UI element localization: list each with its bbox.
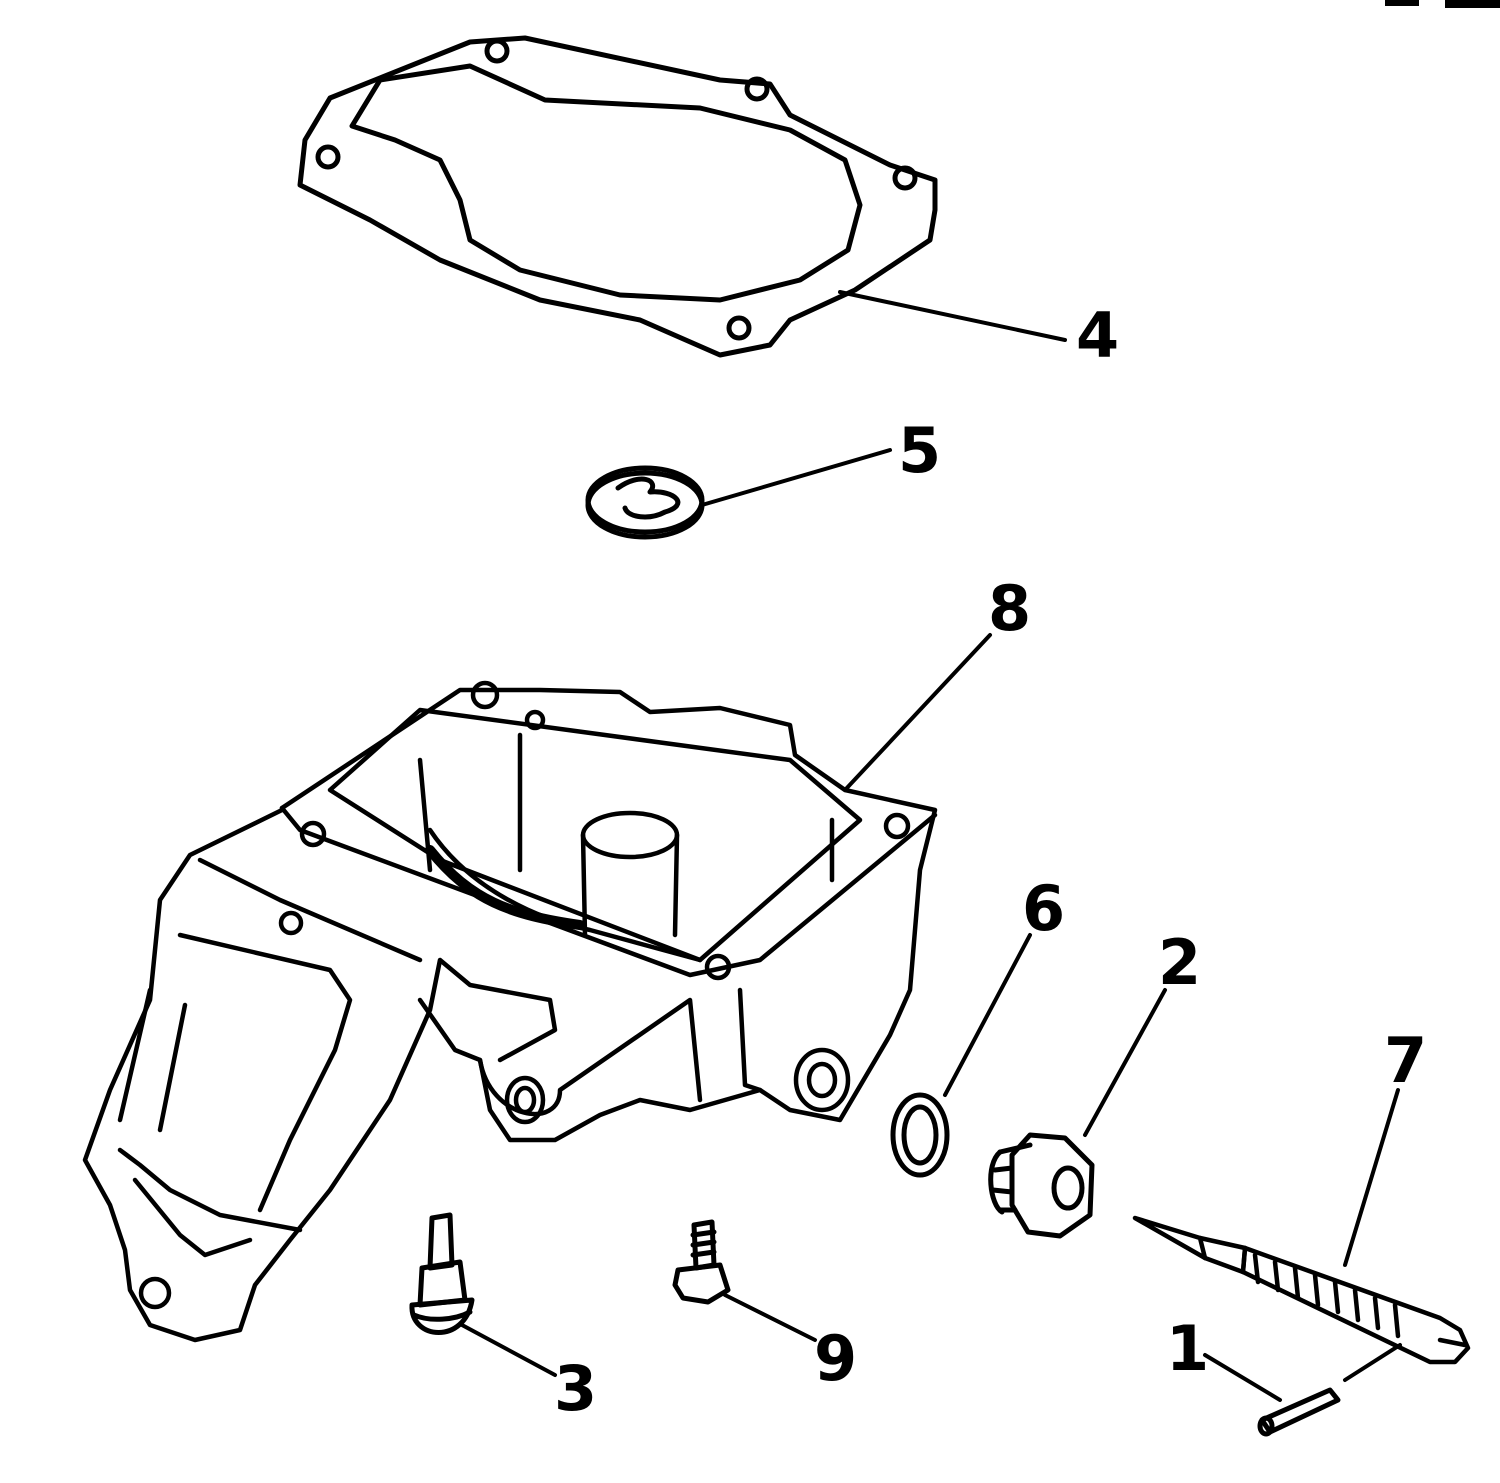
callout-7: 7 [1384,1024,1428,1097]
part-8-body [82,680,938,1343]
leader-6 [943,933,1032,1097]
leader-5 [700,448,892,507]
part-3-screw [409,1212,475,1335]
corner-fragment [1385,0,1500,8]
part-1-pin [1257,1387,1341,1437]
leader-1b [1343,1343,1402,1382]
leader-7 [1343,1088,1400,1267]
leader-8 [843,633,992,792]
leader-2 [1083,988,1167,1137]
callout-1: 1 [1166,1312,1210,1385]
callout-2: 2 [1158,926,1202,999]
part-2-plug [988,1132,1095,1239]
part-7-needle [1132,1215,1471,1365]
leader-4 [838,290,1067,342]
callout-4: 4 [1076,299,1120,372]
part-5-clip [585,465,705,540]
leader-9 [723,1293,817,1342]
callout-8: 8 [988,572,1032,645]
callout-9: 9 [814,1322,858,1395]
leader-3 [460,1323,557,1377]
leader-1 [1203,1353,1282,1402]
callout-6: 6 [1022,872,1066,945]
callout-3: 3 [554,1352,598,1425]
part-4-gasket [297,35,938,358]
callout-5: 5 [898,414,942,487]
part-6-washer [890,1092,950,1178]
part-9-screw [672,1219,731,1305]
